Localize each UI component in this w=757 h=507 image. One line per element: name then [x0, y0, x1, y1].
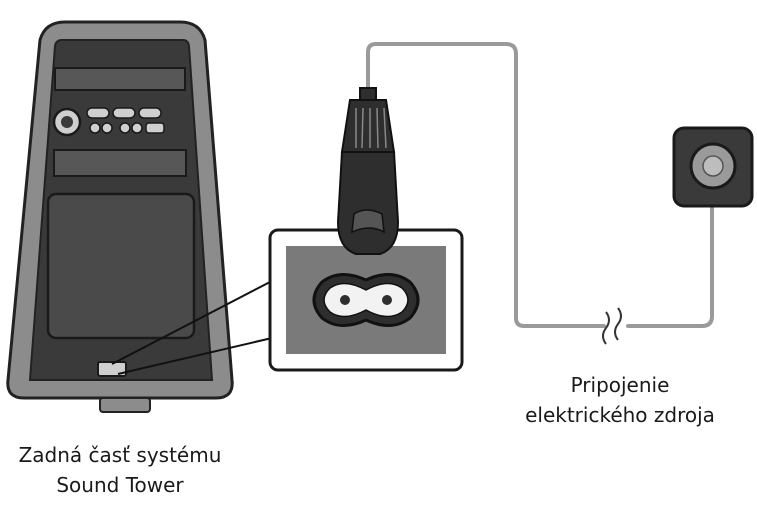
wall-outlet-icon — [672, 126, 754, 208]
speaker-tower-rear-icon — [6, 20, 234, 413]
caption-power-line1: Pripojenie — [570, 373, 670, 397]
caption-power: Pripojenie elektrického zdroja — [495, 370, 745, 430]
cable-break-icon — [602, 307, 622, 345]
power-cable — [366, 42, 714, 328]
zoom-callout-lines — [111, 281, 273, 375]
power-inlet-zoom-panel — [268, 228, 464, 372]
caption-tower-line2: Sound Tower — [56, 473, 184, 497]
caption-power-line2: elektrického zdroja — [525, 403, 715, 427]
caption-tower-line1: Zadná časť systému — [18, 443, 222, 467]
power-plug-icon — [336, 87, 400, 255]
caption-tower: Zadná časť systému Sound Tower — [0, 440, 240, 500]
